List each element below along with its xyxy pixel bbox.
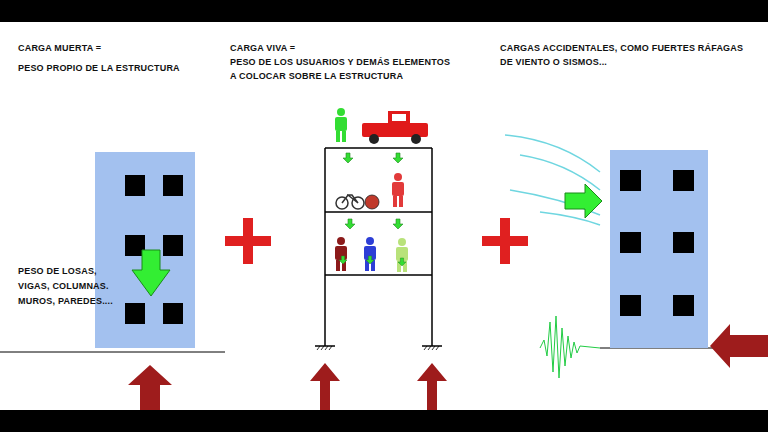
label-text: PESO DE LOS USUARIOS Y DEMÁS ELEMENTOS: [230, 57, 450, 68]
label-text: MUROS, PAREDES....: [18, 296, 113, 307]
label-text: CARGAS ACCIDENTALES, COMO FUERTES RÁFAGA…: [500, 43, 743, 54]
label-text: CARGA MUERTA =: [18, 43, 101, 54]
label-text: A COLOCAR SOBRE LA ESTRUCTURA: [230, 71, 403, 82]
label-text: DE VIENTO O SISMOS...: [500, 57, 607, 68]
label-text: PESO DE LOSAS,: [18, 266, 97, 277]
label-text: CARGA VIVA =: [230, 43, 295, 54]
label-text: VIGAS, COLUMNAS.: [18, 281, 109, 292]
label-text: PESO PROPIO DE LA ESTRUCTURA: [18, 63, 180, 74]
